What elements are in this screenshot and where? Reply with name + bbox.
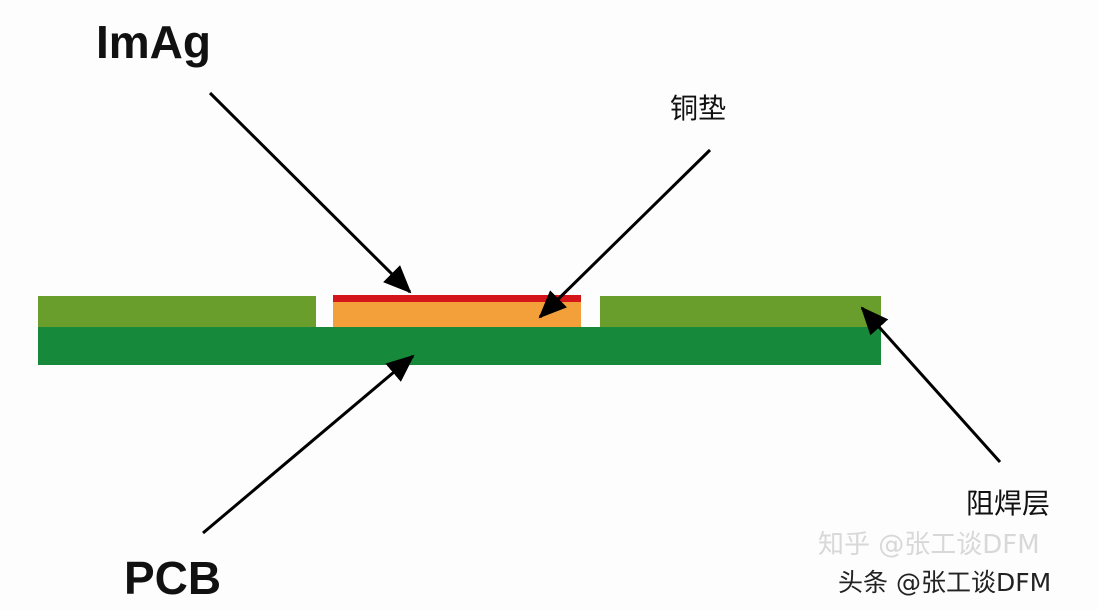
label-copper-pad: 铜垫 (670, 92, 727, 125)
label-imag: ImAg (96, 16, 211, 68)
arrow-solder-mask (860, 306, 1002, 464)
label-solder-mask: 阻焊层 (966, 487, 1051, 520)
imag-layer (333, 295, 581, 302)
arrow-pcb (202, 354, 415, 535)
arrow-copper-pad (538, 148, 712, 319)
watermark-toutiao: 头条 @张工谈DFM (838, 568, 1052, 597)
pcb-substrate (38, 327, 881, 365)
solder-mask-left (38, 296, 316, 328)
solder-mask-right (600, 296, 881, 328)
watermark-zhihu: 知乎 @张工谈DFM (818, 530, 1040, 560)
arrow-imag (208, 91, 412, 294)
label-pcb: PCB (124, 552, 222, 604)
